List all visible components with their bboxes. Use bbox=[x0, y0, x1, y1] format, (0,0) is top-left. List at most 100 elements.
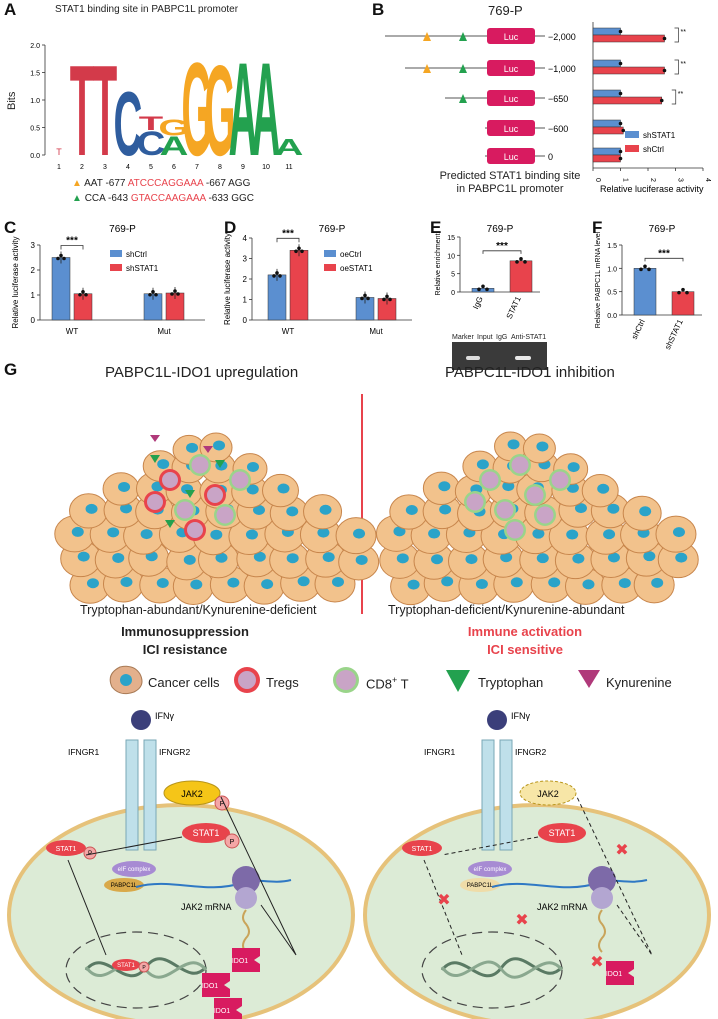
g-left-desc: Tryptophan-abundant/Kynurenine-deficient bbox=[80, 603, 317, 617]
cancer-cell-legend-icon bbox=[109, 665, 143, 695]
cancer-cell-nucleus bbox=[500, 552, 513, 563]
treg-core bbox=[187, 522, 203, 538]
chart-point bbox=[84, 292, 88, 297]
tryptophan-icon bbox=[215, 460, 225, 468]
cancer-cell-nucleus bbox=[603, 529, 616, 540]
chart-y-tick-label: 0.0 bbox=[607, 313, 617, 320]
chart-point bbox=[681, 287, 685, 292]
chart-point bbox=[647, 267, 651, 272]
logo-letter: T bbox=[93, 40, 117, 183]
b-bar-shstat1 bbox=[592, 27, 621, 36]
ido1-protein bbox=[606, 961, 634, 985]
construct-label: −600 bbox=[548, 124, 568, 134]
ribosome-large bbox=[232, 866, 260, 894]
chart-point bbox=[300, 249, 304, 254]
luc-box bbox=[487, 120, 535, 136]
chart-point bbox=[643, 264, 647, 269]
tumor-left-illustration bbox=[54, 432, 380, 606]
construct-label: −650 bbox=[548, 94, 568, 104]
chart-y-tick-label: 0 bbox=[243, 316, 248, 325]
cancer-cell-nucleus bbox=[120, 503, 133, 514]
cancer-cell-nucleus bbox=[253, 551, 266, 562]
cancer-cell-nucleus bbox=[322, 552, 335, 563]
cancer-cell-nucleus bbox=[431, 554, 444, 565]
chart-point bbox=[154, 292, 158, 297]
ido1-protein bbox=[202, 973, 230, 997]
chart-point bbox=[81, 289, 85, 294]
logo-letter: A bbox=[229, 34, 258, 183]
logo-x-tick-label: 4 bbox=[126, 164, 130, 171]
stat1-cytoplasm bbox=[46, 840, 86, 856]
chart-y-tick-label: 2 bbox=[31, 266, 36, 275]
tryptophan-icon bbox=[165, 520, 175, 528]
panel-a-title: STAT1 binding site in PABPC1L promoter bbox=[55, 4, 239, 15]
cancer-cell-nucleus bbox=[582, 579, 595, 590]
legend-shstat1-swatch bbox=[625, 131, 639, 138]
g-left-title: PABPC1L-IDO1 upregulation bbox=[105, 364, 299, 381]
cd8-core bbox=[481, 471, 499, 489]
logo-letter: T bbox=[70, 40, 94, 183]
panel-a-ylabel: Bits bbox=[6, 91, 18, 110]
ido1-protein bbox=[232, 948, 260, 972]
logo-letter: C bbox=[114, 72, 143, 174]
ifngr2-receptor bbox=[499, 739, 513, 851]
block-x-icon: ✖ bbox=[615, 842, 628, 859]
cancer-cell-nucleus bbox=[245, 529, 258, 540]
legend-shstat1: shSTAT1 bbox=[643, 131, 676, 140]
cancer-cell-nucleus bbox=[675, 552, 688, 563]
luc-label: Luc bbox=[504, 32, 519, 42]
cancer-cell-nucleus bbox=[407, 579, 420, 590]
kynurenine-icon bbox=[203, 446, 213, 453]
chart-point bbox=[363, 293, 367, 298]
gel-label-anti-stat1: Anti-STAT1 bbox=[511, 334, 547, 341]
ifngr2-label: IFNGR2 bbox=[515, 747, 546, 757]
g-right-state-2: ICI sensitive bbox=[487, 642, 563, 657]
cancer-cell-nucleus bbox=[186, 442, 199, 453]
cd8-core bbox=[176, 501, 194, 519]
chart-point bbox=[56, 256, 60, 261]
logo-y-tick-label: 1.5 bbox=[30, 71, 40, 78]
gel-label-igg: IgG bbox=[496, 334, 508, 341]
construct-label: 0 bbox=[548, 152, 553, 162]
sig-bracket bbox=[644, 257, 684, 262]
panel-letter-d: D bbox=[224, 218, 237, 237]
logo-letter: T bbox=[139, 113, 163, 134]
b-bar-shctrl bbox=[592, 66, 665, 75]
logo-x-tick-label: 3 bbox=[103, 164, 107, 171]
chart-point bbox=[297, 246, 301, 251]
chart-point bbox=[151, 289, 155, 294]
construct-label: −2,000 bbox=[548, 32, 576, 42]
tryptophan-icon bbox=[185, 490, 195, 498]
b-bar-shctrl bbox=[592, 34, 665, 43]
luc-label: Luc bbox=[504, 124, 519, 134]
b-sig-bracket bbox=[671, 89, 677, 105]
chart-point bbox=[477, 287, 481, 292]
cd8-core bbox=[536, 506, 554, 524]
cancer-cell-nucleus bbox=[286, 506, 299, 517]
panel-letter-g: G bbox=[4, 360, 18, 379]
chart-ylabel: Relative luciferase activity bbox=[11, 236, 20, 328]
orange-triangle-icon bbox=[423, 32, 431, 41]
cd8-core bbox=[551, 471, 569, 489]
b-x-tick-label: 1 bbox=[622, 178, 629, 182]
chart-point bbox=[388, 297, 392, 302]
chart-point bbox=[294, 249, 298, 254]
luc-label: Luc bbox=[504, 64, 519, 74]
b-bar-shctrl bbox=[592, 96, 662, 105]
cancer-cell-nucleus bbox=[112, 552, 125, 563]
stat1-protein bbox=[538, 823, 586, 843]
legend-cd8: CD8+ T bbox=[366, 675, 409, 691]
sig-bracket bbox=[482, 250, 522, 254]
ifngr2-receptor bbox=[143, 739, 157, 851]
legend-label: oeCtrl bbox=[340, 250, 362, 259]
b-bar-shctrl bbox=[592, 126, 624, 135]
gel-band-anti-stat1 bbox=[515, 356, 531, 360]
b-point bbox=[621, 128, 626, 133]
legend-cd8-tail: T bbox=[397, 676, 409, 692]
legend-swatch bbox=[110, 264, 122, 271]
cancer-cell-nucleus bbox=[566, 529, 579, 540]
panel-b-caption-2: in PABPC1L promoter bbox=[456, 183, 564, 195]
